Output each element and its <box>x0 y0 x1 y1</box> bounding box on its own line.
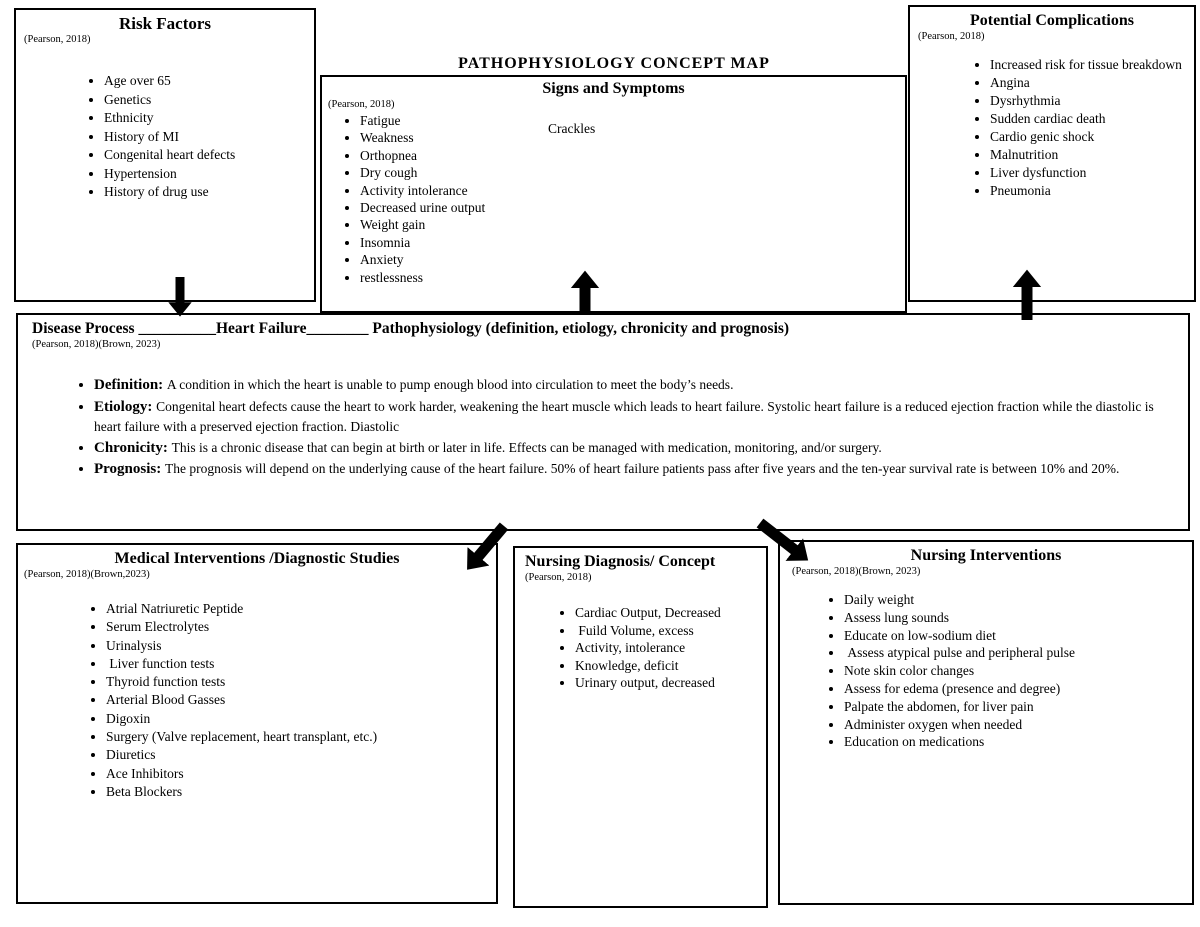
list-item: Surgery (Valve replacement, heart transp… <box>106 728 496 746</box>
list-item: Education on medications <box>844 733 1192 751</box>
entry-label: Chronicity: <box>94 439 172 456</box>
potential-complications-list: Increased risk for tissue breakdownAngin… <box>910 56 1194 200</box>
risk-factors-box: Risk Factors (Pearson, 2018) Age over 65… <box>14 8 316 302</box>
signs-symptoms-box: Signs and Symptoms (Pearson, 2018) Crack… <box>320 75 907 313</box>
list-item: Urinary output, decreased <box>575 674 766 692</box>
list-item: Anxiety <box>360 251 905 268</box>
potential-complications-title: Potential Complications <box>970 12 1134 29</box>
entry-text: This is a chronic disease that can begin… <box>171 439 882 455</box>
list-item: Cardiac Output, Decreased <box>575 604 766 622</box>
list-item: Malnutrition <box>990 146 1194 164</box>
list-item: Weakness <box>360 129 905 146</box>
list-item: Administer oxygen when needed <box>844 716 1192 734</box>
list-item: Palpate the abdomen, for liver pain <box>844 698 1192 716</box>
potential-complications-box: Potential Complications (Pearson, 2018) … <box>908 5 1196 302</box>
list-item: Insomnia <box>360 234 905 251</box>
list-item: Etiology: Congenital heart defects cause… <box>94 397 1170 437</box>
list-item: Beta Blockers <box>106 783 496 801</box>
disease-process-list: Definition: A condition in which the hea… <box>18 375 1188 480</box>
risk-factors-list: Age over 65GeneticsEthnicityHistory of M… <box>16 72 314 202</box>
crackles-note: Crackles <box>548 121 596 136</box>
risk-factors-citation: (Pearson, 2018) <box>24 34 91 45</box>
list-item: Decreased urine output <box>360 199 905 216</box>
list-item: Digoxin <box>106 710 496 728</box>
potential-complications-citation: (Pearson, 2018) <box>918 31 985 42</box>
entry-text: A condition in which the heart is unable… <box>166 377 734 392</box>
list-item: Diuretics <box>106 746 496 764</box>
nursing-interventions-list: Daily weightAssess lung soundsEducate on… <box>780 591 1192 751</box>
list-item: Liver dysfunction <box>990 164 1194 182</box>
list-item: Liver function tests <box>106 655 496 673</box>
list-item: Angina <box>990 74 1194 92</box>
risk-factors-title: Risk Factors <box>118 14 212 33</box>
list-item: Definition: A condition in which the hea… <box>94 375 1170 396</box>
nursing-interventions-citation: (Pearson, 2018)(Brown, 2023) <box>792 566 921 577</box>
list-item: Thyroid function tests <box>106 673 496 691</box>
list-item: Fuild Volume, excess <box>575 622 766 640</box>
list-item: Knowledge, deficit <box>575 657 766 675</box>
list-item: History of MI <box>104 128 314 147</box>
list-item: Arterial Blood Gasses <box>106 691 496 709</box>
list-item: Activity, intolerance <box>575 639 766 657</box>
nursing-diagnosis-title: Nursing Diagnosis/ Concept <box>525 553 716 570</box>
signs-symptoms-citation: (Pearson, 2018) <box>328 99 395 110</box>
list-item: Pneumonia <box>990 182 1194 200</box>
entry-text: The prognosis will depend on the underly… <box>164 461 1120 476</box>
list-item: Prognosis: The prognosis will depend on … <box>94 459 1170 480</box>
signs-symptoms-title: Signs and Symptoms <box>542 80 685 97</box>
page-title: PATHOPHYSIOLOGY CONCEPT MAP <box>458 55 770 72</box>
list-item: restlessness <box>360 269 905 286</box>
list-item: Chronicity: This is a chronic disease th… <box>94 438 1170 459</box>
list-item: Age over 65 <box>104 72 314 91</box>
list-item: Increased risk for tissue breakdown <box>990 56 1194 74</box>
medical-interventions-citation: (Pearson, 2018)(Brown,2023) <box>24 569 150 580</box>
list-item: Educate on low-sodium diet <box>844 627 1192 645</box>
list-item: Daily weight <box>844 591 1192 609</box>
list-item: Dry cough <box>360 164 905 181</box>
list-item: Serum Electrolytes <box>106 618 496 636</box>
nursing-interventions-box: Nursing Interventions (Pearson, 2018)(Br… <box>778 540 1194 905</box>
list-item: Weight gain <box>360 216 905 233</box>
list-item: Urinalysis <box>106 637 496 655</box>
list-item: Genetics <box>104 91 314 110</box>
list-item: History of drug use <box>104 183 314 202</box>
entry-label: Prognosis: <box>94 461 165 477</box>
list-item: Dysrhythmia <box>990 92 1194 110</box>
list-item: Hypertension <box>104 165 314 184</box>
list-item: Atrial Natriuretic Peptide <box>106 600 496 618</box>
entry-text: Congenital heart defects cause the heart… <box>94 398 1158 435</box>
list-item: Cardio genic shock <box>990 128 1194 146</box>
list-item: Orthopnea <box>360 147 905 164</box>
nursing-diagnosis-box: Nursing Diagnosis/ Concept (Pearson, 201… <box>513 546 768 908</box>
list-item: Note skin color changes <box>844 662 1192 680</box>
list-item: Sudden cardiac death <box>990 110 1194 128</box>
signs-symptoms-list: FatigueWeaknessOrthopneaDry coughActivit… <box>322 112 905 286</box>
disease-process-box: Disease Process __________Heart Failure_… <box>16 313 1190 531</box>
list-item: Ethnicity <box>104 109 314 128</box>
list-item: Congenital heart defects <box>104 146 314 165</box>
entry-label: Definition: <box>94 377 167 393</box>
medical-interventions-box: Medical Interventions /Diagnostic Studie… <box>16 543 498 904</box>
list-item: Assess atypical pulse and peripheral pul… <box>844 644 1192 662</box>
list-item: Ace Inhibitors <box>106 765 496 783</box>
disease-process-citation: (Pearson, 2018)(Brown, 2023) <box>32 339 161 350</box>
nursing-interventions-title: Nursing Interventions <box>910 547 1062 564</box>
list-item: Activity intolerance <box>360 182 905 199</box>
list-item: Assess lung sounds <box>844 609 1192 627</box>
entry-label: Etiology: <box>94 398 157 415</box>
nursing-diagnosis-list: Cardiac Output, Decreased Fuild Volume, … <box>515 604 766 692</box>
list-item: Assess for edema (presence and degree) <box>844 680 1192 698</box>
list-item: Fatigue <box>360 112 905 129</box>
medical-interventions-title: Medical Interventions /Diagnostic Studie… <box>114 550 400 567</box>
disease-process-heading: Disease Process __________Heart Failure_… <box>32 320 790 337</box>
medical-interventions-list: Atrial Natriuretic PeptideSerum Electrol… <box>18 600 496 801</box>
nursing-diagnosis-citation: (Pearson, 2018) <box>525 572 592 583</box>
